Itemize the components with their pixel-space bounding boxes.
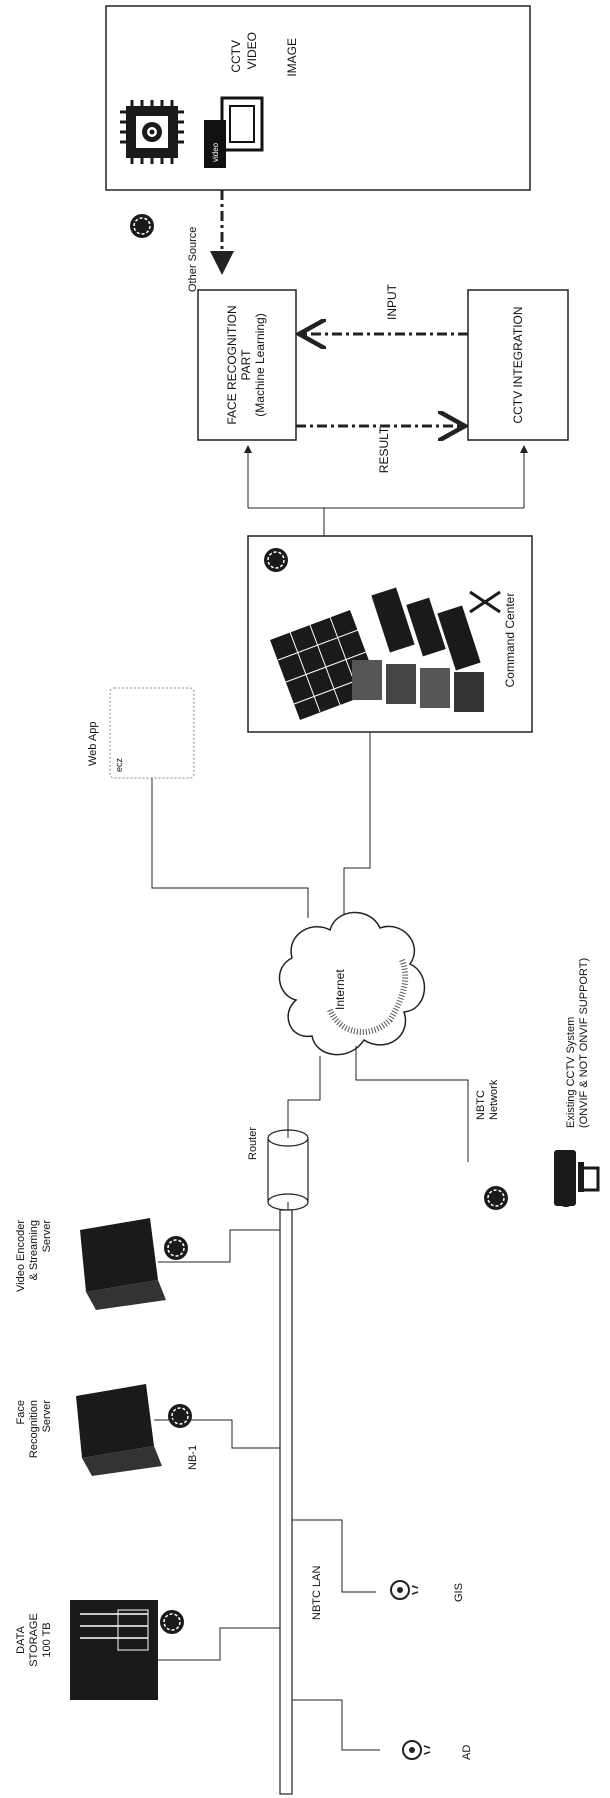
ad-link xyxy=(292,1699,380,1751)
ad-label: AD xyxy=(461,1745,473,1760)
sources-panel: CCTV VIDEO IMAGE xyxy=(105,5,531,191)
nb1-label: NB-1 xyxy=(187,1445,199,1470)
gis-link xyxy=(292,1519,376,1593)
video-encoder-line1: Video Encoder xyxy=(15,1220,27,1292)
face-recognition-part: PART xyxy=(239,349,253,381)
other-source-badge xyxy=(130,214,154,238)
gis-icon xyxy=(390,1580,419,1600)
router-label: Router xyxy=(247,1127,259,1160)
face-recognition-title: FACE RECOGNITION xyxy=(225,305,239,424)
router-icon xyxy=(267,1129,309,1211)
video-encoder-link xyxy=(158,1229,280,1263)
existing-cctv-line1: Existing CCTV System xyxy=(565,1017,577,1128)
internet-cloud: Internet xyxy=(278,911,426,1056)
command-center-badge xyxy=(264,548,288,572)
video-label: VIDEO xyxy=(245,32,259,69)
web-app-label: Web App xyxy=(87,722,99,766)
data-storage-rack xyxy=(70,1600,158,1700)
image-label: IMAGE xyxy=(285,38,299,77)
face-recognition-ml: (Machine Learning) xyxy=(253,313,267,416)
camera-chip-icon xyxy=(120,100,184,164)
ad-icon xyxy=(402,1740,431,1760)
input-label: INPUT xyxy=(385,283,399,320)
face-server-link xyxy=(154,1419,280,1449)
face-server-line1: Face xyxy=(15,1400,27,1424)
router-to-internet-link xyxy=(287,1056,321,1138)
web-app-inner: ecz xyxy=(114,757,124,772)
existing-cctv-camera-icon xyxy=(554,1150,600,1207)
data-storage-link xyxy=(158,1627,280,1661)
face-server-badge xyxy=(168,1404,192,1428)
data-storage-line2: STORAGE xyxy=(28,1613,40,1667)
data-storage-line1: DATA xyxy=(15,1625,27,1653)
cctv-integration-label: CCTV INTEGRATION xyxy=(511,306,525,423)
video-encoder-line3: Server xyxy=(41,1220,53,1253)
face-server-line3: Server xyxy=(41,1400,53,1433)
operators-icon xyxy=(352,587,501,712)
video-encoder-server xyxy=(80,1218,166,1310)
gis-label: GIS xyxy=(453,1583,465,1602)
nbtc-network-line1: NBTC xyxy=(475,1090,487,1120)
other-source-label: Other Source xyxy=(187,227,199,292)
nbtc-lan-backbone xyxy=(279,1202,293,1795)
internet-links xyxy=(151,732,371,918)
web-app: ecz Web App xyxy=(87,687,195,779)
data-storage-line3: 100 TB xyxy=(41,1622,53,1657)
existing-cctv-badge xyxy=(484,1186,508,1210)
face-server-line2: Recognition xyxy=(28,1400,40,1458)
data-storage-badge xyxy=(160,1610,184,1634)
result-label: RESULT xyxy=(377,426,391,473)
cctv-integration-box: CCTV INTEGRATION xyxy=(467,289,569,441)
video-encoder-line2: & Streaming xyxy=(28,1220,40,1281)
cctv-label: CCTV xyxy=(229,40,243,73)
video-icon: video xyxy=(204,96,264,168)
existing-cctv-line2: (ONVIF & NOT ONVIF SUPPORT) xyxy=(578,958,590,1128)
face-recognition-box: FACE RECOGNITION PART (Machine Learning) xyxy=(197,289,297,441)
video-encoder-badge xyxy=(164,1236,188,1260)
command-center: Command Center xyxy=(247,535,533,733)
nbtc-network-link xyxy=(355,1046,469,1162)
video-chip-text: video xyxy=(211,142,220,162)
nbtc-network-line2: Network xyxy=(488,1079,500,1120)
face-recognition-server xyxy=(76,1384,162,1476)
nbtc-lan-label: NBTC LAN xyxy=(311,1566,323,1620)
internet-label: Internet xyxy=(333,969,347,1010)
command-center-label: Command Center xyxy=(503,593,517,688)
command-to-boxes-lines xyxy=(244,445,528,536)
